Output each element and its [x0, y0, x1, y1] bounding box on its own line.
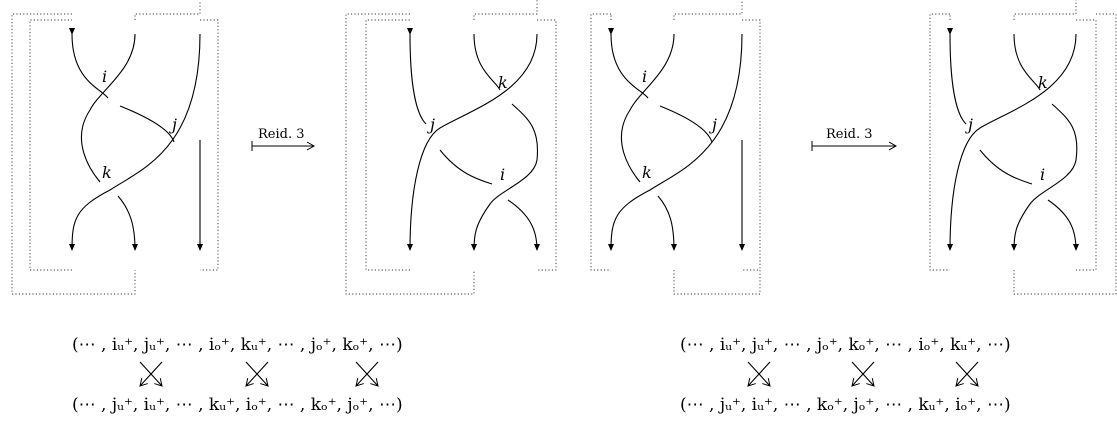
- label-j-1: j: [169, 115, 177, 134]
- swap-arrows-right: [747, 361, 979, 387]
- label-k-2: k: [498, 73, 508, 92]
- closure-path-4: [929, 0, 1117, 295]
- strand-1b: [119, 105, 175, 143]
- label-i-3: i: [642, 67, 647, 86]
- strand-1c: [80, 33, 136, 183]
- braid-diagram-2: k j i: [345, 0, 557, 295]
- reidemeister-arrow-1: Reid. 3: [251, 127, 316, 151]
- strand-2d: [471, 103, 539, 251]
- sequence-left-bottom: (⋯ , jᵤ⁺, iᵤ⁺, ⋯ , kᵤ⁺, iₒ⁺, ⋯ , kₒ⁺, jₒ…: [72, 395, 403, 415]
- label-i-4: i: [1040, 165, 1045, 184]
- closure-path-1: [11, 0, 219, 295]
- label-i-2: i: [500, 165, 505, 184]
- strand-3e: [657, 195, 677, 251]
- closure-path-3: [590, 0, 761, 295]
- label-k-4: k: [1038, 73, 1048, 92]
- arrow-label-1: Reid. 3: [258, 127, 305, 142]
- strand-2b: [473, 33, 501, 91]
- strand-4c: [947, 33, 1077, 251]
- label-j-2: j: [427, 115, 435, 134]
- strand-2c: [407, 33, 538, 251]
- strand-1e: [117, 195, 138, 251]
- swap-arrows-left: [139, 361, 379, 387]
- braid-diagram-4: k j i: [929, 0, 1117, 295]
- closure-path-2: [345, 0, 557, 295]
- strand-3d: [608, 33, 743, 251]
- sequence-left: (⋯ , iᵤ⁺, jᵤ⁺, ⋯ , iₒ⁺, kᵤ⁺, ⋯ , jₒ⁺, kₒ…: [72, 335, 403, 415]
- strand-4b: [1013, 33, 1041, 91]
- strand-3b: [659, 105, 713, 143]
- strand-4e: [979, 149, 1033, 185]
- strand-1d: [69, 33, 201, 251]
- sequence-left-top: (⋯ , iᵤ⁺, jᵤ⁺, ⋯ , iₒ⁺, kᵤ⁺, ⋯ , jₒ⁺, kₒ…: [72, 335, 403, 355]
- strand-2f: [507, 199, 540, 251]
- strand-2a: [406, 27, 427, 125]
- sequence-right-top: (⋯ , iᵤ⁺, jᵤ⁺, ⋯ , jₒ⁺, kₒ⁺, ⋯ , iₒ⁺, kᵤ…: [680, 335, 1011, 355]
- reidemeister-arrow-2: Reid. 3: [811, 127, 898, 151]
- strand-4a: [946, 27, 967, 125]
- strand-2e: [439, 149, 493, 185]
- sequence-right: (⋯ , iᵤ⁺, jᵤ⁺, ⋯ , jₒ⁺, kₒ⁺, ⋯ , iₒ⁺, kᵤ…: [680, 335, 1011, 415]
- strand-3c: [620, 33, 675, 183]
- label-i-1: i: [102, 67, 107, 86]
- label-j-4: j: [965, 115, 973, 134]
- braid-diagram-1: i j k: [11, 0, 219, 295]
- label-j-3: j: [709, 115, 717, 134]
- braid-diagram-3: i j k: [590, 0, 761, 295]
- strand-4f: [1047, 199, 1079, 251]
- label-k-1: k: [102, 163, 112, 182]
- strand-4d: [1011, 103, 1078, 251]
- label-k-3: k: [642, 163, 652, 182]
- strand-1a: [68, 27, 109, 99]
- sequence-right-bottom: (⋯ , jᵤ⁺, iᵤ⁺, ⋯ , kₒ⁺, jₒ⁺, ⋯ , kᵤ⁺, iₒ…: [680, 395, 1011, 415]
- strand-3a: [607, 27, 649, 99]
- arrow-label-2: Reid. 3: [826, 127, 873, 142]
